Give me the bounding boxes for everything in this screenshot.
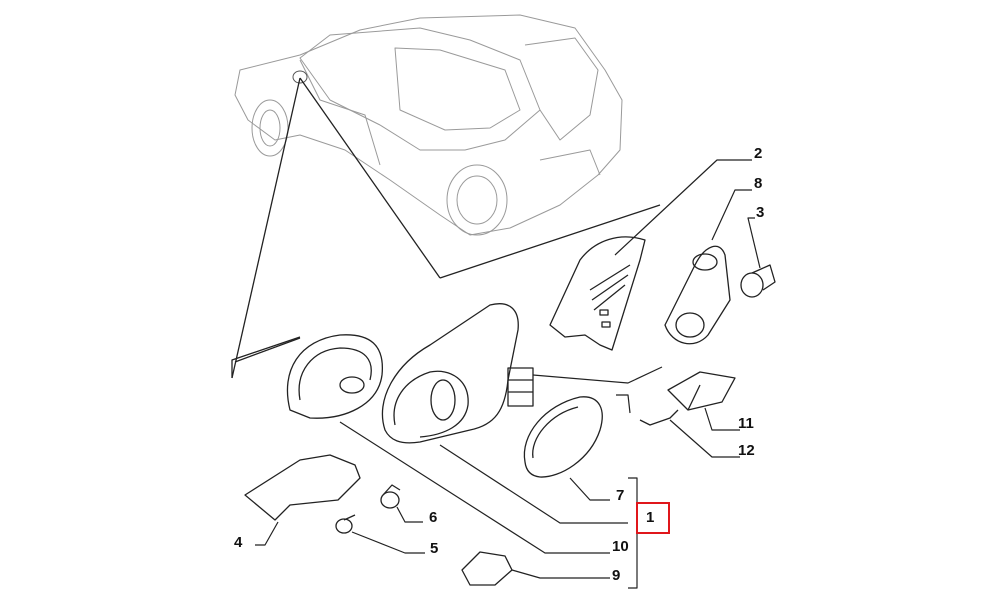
mirror-frame-part [549,236,646,351]
mirror-housing-part [381,303,534,444]
part-label-10[interactable]: 10 [612,538,629,555]
motor-unit-part [664,245,731,345]
part-label-4[interactable]: 4 [234,534,243,551]
part-label-12[interactable]: 12 [738,442,755,459]
part-label-1[interactable]: 1 [646,509,655,526]
mirror-glass-part [523,396,603,478]
part-label-5[interactable]: 5 [430,540,439,557]
highlight-box [636,502,670,534]
part-label-8[interactable]: 8 [754,175,763,192]
mirror-cover-part [286,334,383,419]
part-label-11[interactable]: 11 [738,415,754,432]
screw-part-6 [380,484,401,509]
car-illustration [234,14,623,236]
leader-lines [255,159,761,589]
cover-bracket-part [244,454,361,521]
screw-part-5 [335,514,356,534]
part-label-6[interactable]: 6 [429,509,438,526]
part-label-2[interactable]: 2 [754,145,763,162]
part-label-7[interactable]: 7 [616,487,625,504]
terminal-part [639,409,679,426]
part-label-3[interactable]: 3 [756,204,765,221]
projection-lines [231,77,661,379]
bulb-part [740,264,776,298]
connector-part [667,371,736,411]
part-label-9[interactable]: 9 [612,567,621,584]
clip-part-9 [461,551,513,586]
